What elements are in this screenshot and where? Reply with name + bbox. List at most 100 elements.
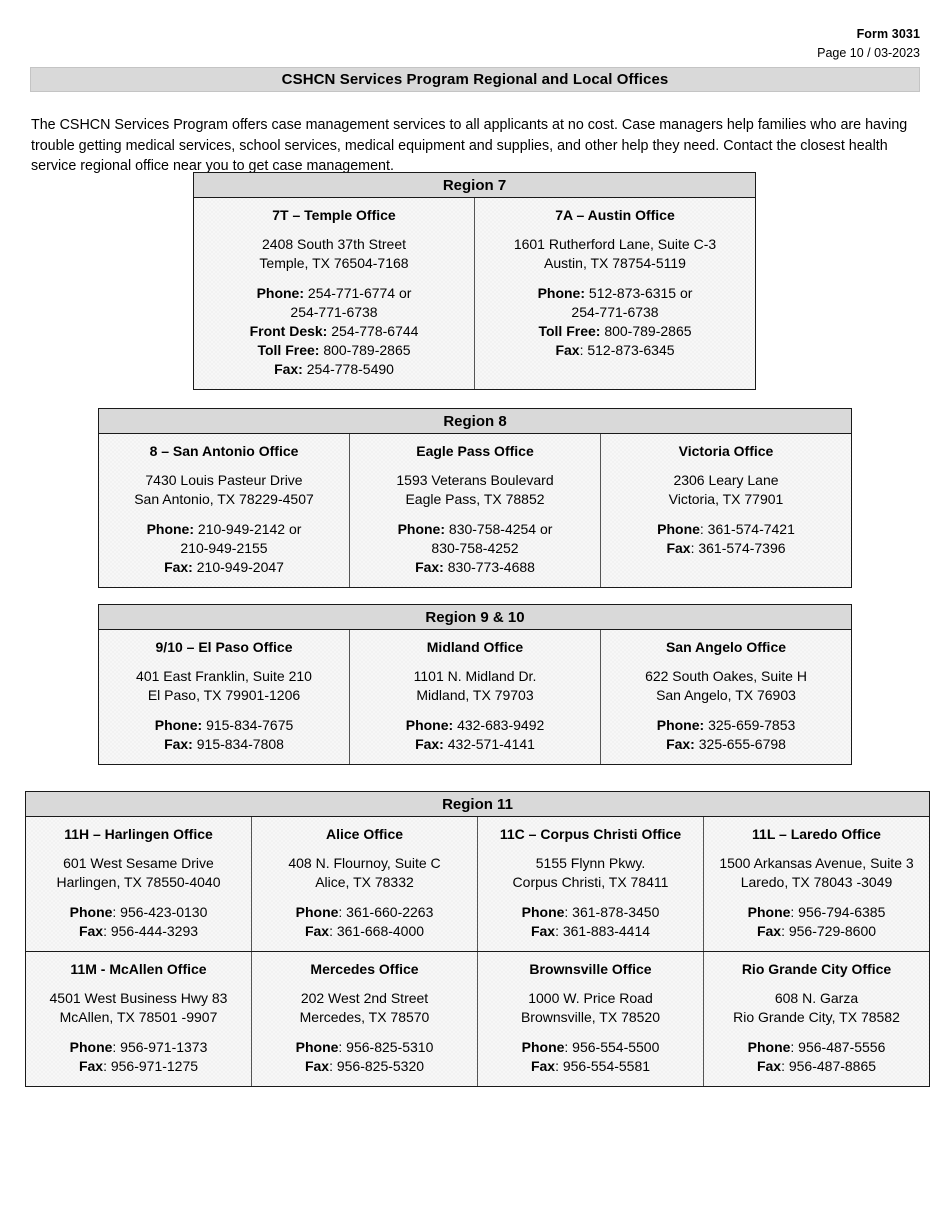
contact-value: 830-758-4252 <box>431 540 519 556</box>
contact-label: Phone <box>69 904 113 920</box>
office-address: 401 East Franklin, Suite 210 El Paso, TX … <box>105 667 343 705</box>
contact-label: Fax: <box>164 736 193 752</box>
office-address-line: Harlingen, TX 78550-4040 <box>56 874 221 890</box>
office-contact-line: Phone: 956-794-6385 <box>710 903 923 922</box>
contact-value: : 956-825-5310 <box>338 1039 434 1055</box>
office-address-line: 4501 West Business Hwy 83 <box>49 990 228 1006</box>
contact-label: Fax <box>555 342 580 358</box>
office-address-line: McAllen, TX 78501 -9907 <box>59 1009 218 1025</box>
region-header-region-7: Region 7 <box>194 173 755 198</box>
office-address-line: Brownsville, TX 78520 <box>520 1009 661 1025</box>
office-contact-line: Fax: 956-971-1275 <box>32 1057 245 1076</box>
office-contact-line: 254-771-6738 <box>200 303 468 322</box>
office-contact-line: Fax: 956-825-5320 <box>258 1057 471 1076</box>
page-title: CSHCN Services Program Regional and Loca… <box>281 71 669 88</box>
contact-label: Fax: <box>666 736 695 752</box>
contact-value: 800-789-2865 <box>600 323 692 339</box>
office-contact-line: Phone: 361-660-2263 <box>258 903 471 922</box>
office-contact-line: Fax: 210-949-2047 <box>105 558 343 577</box>
office-address-line: Eagle Pass, TX 78852 <box>405 491 545 507</box>
office-contact-line: Toll Free: 800-789-2865 <box>481 322 749 341</box>
contact-value: 210-949-2142 or <box>194 521 302 537</box>
office-address-line: Temple, TX 76504-7168 <box>259 255 409 271</box>
contact-label: Fax <box>304 1058 330 1074</box>
region-title: Region 9 & 10 <box>425 608 525 626</box>
contact-value: 254-778-5490 <box>302 361 394 377</box>
contact-label: Fax <box>530 923 556 939</box>
office-address-line: El Paso, TX 79901-1206 <box>147 687 301 703</box>
office-contact-line: Phone: 254-771-6774 or <box>200 284 468 303</box>
office-contact-line: Phone: 361-574-7421 <box>607 520 845 539</box>
contact-label: Phone: <box>154 717 203 733</box>
office-address-line: 608 N. Garza <box>774 990 859 1006</box>
office-address-line: Laredo, TX 78043 -3049 <box>740 874 893 890</box>
office-cell: 11L – Laredo Office 1500 Arkansas Avenue,… <box>703 817 929 951</box>
office-address: 1500 Arkansas Avenue, Suite 3 Laredo, TX … <box>710 854 923 892</box>
office-address-line: Austin, TX 78754-5119 <box>544 255 686 271</box>
contact-label: Phone: <box>405 717 454 733</box>
contact-value: : 956-971-1275 <box>103 1058 199 1074</box>
office-address-line: 1101 N. Midland Dr. <box>413 668 537 684</box>
contact-value: : 956-554-5500 <box>564 1039 660 1055</box>
contact-label: Phone: <box>397 521 446 537</box>
contact-label: Phone: <box>656 717 705 733</box>
office-address-line: 1601 Rutherford Lane, Suite C-3 <box>513 236 717 252</box>
office-contact-line: Fax: 361-668-4000 <box>258 922 471 941</box>
contact-label: Phone <box>295 904 339 920</box>
contact-value: 254-771-6774 or <box>304 285 412 301</box>
office-contact-line: Toll Free: 800-789-2865 <box>200 341 468 360</box>
contact-value: : 361-878-3450 <box>564 904 660 920</box>
contact-label: Phone <box>747 904 791 920</box>
office-contact-line: Phone: 512-873-6315 or <box>481 284 749 303</box>
office-address-line: Corpus Christi, TX 78411 <box>512 874 669 890</box>
office-name: 8 – San Antonio Office <box>149 443 299 459</box>
office-name: Rio Grande City Office <box>741 961 892 977</box>
contact-value: : 956-444-3293 <box>103 923 199 939</box>
office-address-line: Victoria, TX 77901 <box>668 491 784 507</box>
office-name: 11L – Laredo Office <box>752 826 881 842</box>
office-address-line: 408 N. Flournoy, Suite C <box>288 855 441 871</box>
office-address-line: Rio Grande City, TX 78582 <box>733 1009 900 1025</box>
office-address-line: 1500 Arkansas Avenue, Suite 3 <box>719 855 914 871</box>
contact-label: Fax: <box>274 361 303 377</box>
contact-value: 254-771-6738 <box>290 304 378 320</box>
page-number-and-revision: Page 10 / 03-2023 <box>817 45 920 60</box>
contact-label: Fax: <box>415 736 444 752</box>
office-contact-line: Fax: 432-571-4141 <box>356 735 594 754</box>
contact-value: 325-659-7853 <box>704 717 796 733</box>
region-table-region-9-10: Region 9 & 10 9/10 – El Paso Office 401 Ea… <box>98 604 852 765</box>
region-header-region-11: Region 11 <box>26 792 929 817</box>
contact-value: 432-683-9492 <box>453 717 545 733</box>
office-contact-line: 210-949-2155 <box>105 539 343 558</box>
office-name: 9/10 – El Paso Office <box>155 639 293 655</box>
contact-value: 512-873-6315 or <box>585 285 693 301</box>
office-contact-line: Fax: 254-778-5490 <box>200 360 468 379</box>
office-address-line: Mercedes, TX 78570 <box>299 1009 430 1025</box>
contact-label: Fax: <box>164 559 193 575</box>
contact-value: 325-655-6798 <box>694 736 786 752</box>
office-address-line: 401 East Franklin, Suite 210 <box>136 668 312 684</box>
office-contact-line: Phone: 956-971-1373 <box>32 1038 245 1057</box>
contact-label: Phone <box>69 1039 113 1055</box>
